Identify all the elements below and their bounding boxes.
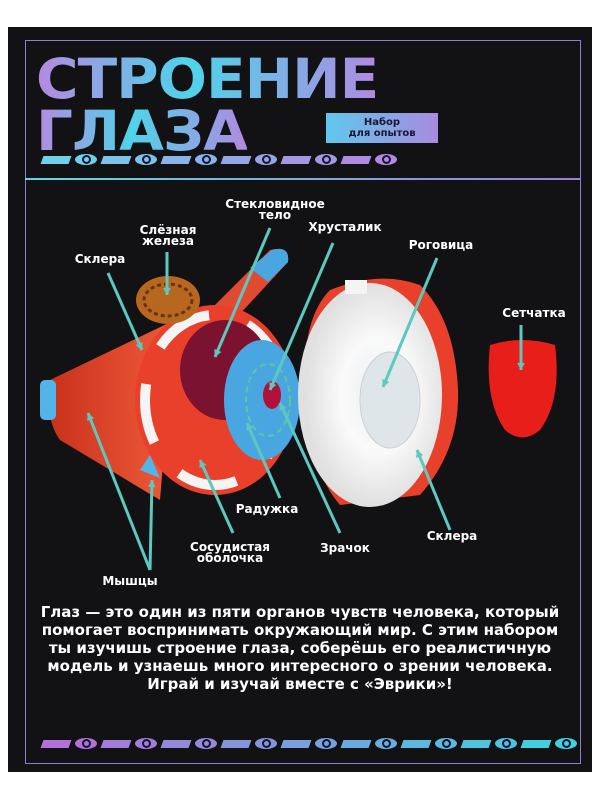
- arrow-head: [87, 413, 95, 421]
- label-muscles: Мышцы: [102, 574, 158, 588]
- label-iris: Радужка: [235, 502, 299, 516]
- iris-disc: [224, 340, 300, 460]
- arrow-head: [163, 287, 171, 295]
- pointer-arrow: [268, 242, 335, 391]
- title-line-1: СТРОЕНИЕ: [36, 46, 379, 112]
- arrow-head: [148, 480, 156, 488]
- kit-badge: Набор для опытов: [326, 113, 438, 143]
- arrow-head: [199, 460, 207, 468]
- pointer-arrow: [381, 257, 439, 388]
- description-text: Глаз — это один из пяти органов чувств ч…: [40, 603, 560, 693]
- label-retina: Сетчатка: [502, 306, 566, 320]
- label-sclera-right: Склера: [426, 529, 478, 543]
- arrow-head: [246, 423, 254, 431]
- label-cornea: Роговица: [408, 238, 474, 252]
- eye-stripe-top: [40, 154, 397, 165]
- pointer-arrow: [86, 412, 152, 571]
- eye-icon: [315, 154, 337, 165]
- eye-icon: [255, 154, 277, 165]
- eye-icon: [315, 738, 337, 749]
- retina-piece: [488, 340, 557, 438]
- eye-icon: [195, 738, 217, 749]
- eye-icon: [495, 738, 517, 749]
- pointer-arrow: [106, 272, 144, 351]
- title-line-2: ГЛАЗА: [36, 98, 248, 164]
- header-divider: [25, 178, 581, 180]
- eye-icon: [75, 738, 97, 749]
- arrow-head: [382, 379, 390, 387]
- pointer-arrow: [213, 227, 272, 358]
- arrow-head: [135, 342, 143, 350]
- box-frame: [25, 40, 581, 764]
- pointer-arrow: [148, 479, 154, 571]
- pointer-arrow: [278, 402, 342, 534]
- label-sclera-left: Склера: [74, 252, 126, 266]
- eye-icon: [255, 738, 277, 749]
- pointer-arrow: [198, 459, 235, 534]
- arrow-head: [279, 403, 287, 411]
- arrow-head: [269, 382, 277, 390]
- label-lacrimal-gland: Слёзная железа: [139, 223, 197, 248]
- eye-stripe-bottom: [40, 738, 577, 749]
- arrow-head: [517, 362, 525, 370]
- label-lens: Хрусталик: [308, 220, 382, 234]
- eye-icon: [75, 154, 97, 165]
- eye-icon: [195, 154, 217, 165]
- eye-icon: [375, 738, 397, 749]
- pointer-arrow: [245, 422, 282, 499]
- eye-icon: [375, 154, 397, 165]
- eye-icon: [435, 738, 457, 749]
- eye-icon: [135, 738, 157, 749]
- label-choroid: Сосудистая оболочка: [190, 540, 270, 565]
- eye-icon: [135, 154, 157, 165]
- arrow-head: [416, 450, 424, 458]
- arrow-head: [214, 349, 222, 357]
- label-vitreous-body: Стекловидное тело: [225, 197, 325, 222]
- pointer-arrow: [415, 449, 452, 531]
- eye-icon: [555, 738, 577, 749]
- label-pupil: Зрачок: [320, 541, 370, 555]
